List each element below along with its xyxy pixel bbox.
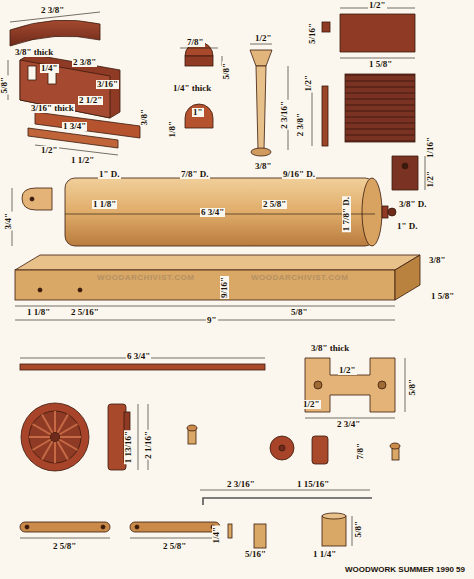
- dimension-label: 2 5/8": [52, 542, 77, 551]
- dimension-label: 2 3/16": [280, 100, 289, 130]
- dimension-label: 2 1/2": [78, 96, 103, 105]
- dimension-label: 3/8": [428, 256, 447, 265]
- dimension-label: 1/2": [40, 146, 59, 155]
- dimension-label: 5/8": [354, 520, 363, 539]
- dimension-label: 1/2": [426, 170, 435, 189]
- dimension-label: 5/8": [290, 308, 309, 317]
- dimension-label: 1" D.: [98, 170, 121, 179]
- dimension-label: 6 3/4": [126, 352, 151, 361]
- dimension-label: 3/8": [140, 108, 149, 127]
- dimension-label: 2 5/16": [70, 308, 100, 317]
- dimension-label: 1 5/8": [430, 292, 455, 301]
- dimension-label: 3/16" thick: [30, 104, 75, 113]
- dimension-label: 5/8": [408, 378, 417, 397]
- dimension-label: 3/16": [96, 80, 119, 89]
- dimension-label: 3/8" thick: [14, 48, 54, 57]
- dimension-label: 1/8": [168, 120, 177, 139]
- dimension-label: 1/4": [212, 526, 221, 545]
- dimension-label: 1/2": [368, 1, 387, 10]
- dimension-label: 3/8" thick: [310, 344, 350, 353]
- dimension-label: 1/2": [304, 74, 313, 93]
- dimension-label: 5/8": [0, 76, 9, 95]
- dimension-label: 2 1/16": [144, 430, 153, 460]
- dimension-label: 2 3/8": [40, 6, 65, 15]
- dimension-label: 5/16": [244, 550, 267, 559]
- dimension-label: 1 5/8": [368, 60, 393, 69]
- dimension-label: 6 3/4": [200, 208, 225, 217]
- dimension-label: 3/8" D.: [398, 200, 428, 209]
- dimension-label: 9": [206, 316, 218, 325]
- dimension-label: 5/16": [308, 22, 317, 45]
- dimension-label: 9/16" D.: [282, 170, 316, 179]
- watermark: WOODARCHIVIST.COM: [250, 274, 349, 282]
- dimension-label: 1": [192, 108, 204, 117]
- dimension-label: 1 7/8" D.: [342, 196, 351, 232]
- dimension-label: 2 3/4": [336, 420, 361, 429]
- dimension-label: 1" D.: [396, 222, 419, 231]
- dimension-label: 1 1/8": [92, 200, 117, 209]
- dimension-label: 9/16": [220, 276, 229, 299]
- dimension-label: 7/8": [186, 38, 205, 47]
- dimension-label: 1/4": [40, 64, 59, 73]
- dimension-label: 1/2": [338, 366, 357, 375]
- dimension-label: 7/8" D.: [180, 170, 210, 179]
- dimension-label: 2 5/8": [262, 200, 287, 209]
- dimension-label: 2 3/8": [296, 112, 305, 137]
- dimension-label: 2 3/8": [72, 58, 97, 67]
- page-footer: WOODWORK SUMMER 1990 59: [344, 566, 466, 574]
- dimension-label: 5/8": [222, 62, 231, 81]
- dimension-label: 1/2": [302, 400, 321, 409]
- watermark: WOODARCHIVIST.COM: [96, 274, 195, 282]
- dimension-label: 2 5/8": [162, 542, 187, 551]
- dimension-label: 1 13/16": [124, 430, 133, 464]
- dimension-label: 3/4": [4, 212, 13, 231]
- dimension-label: 1 1/2": [70, 156, 95, 165]
- dimension-label: 1/16": [426, 136, 435, 159]
- dimension-label: 7/8": [356, 442, 365, 461]
- dimension-label: 1/4" thick: [172, 84, 212, 93]
- dimension-label: 1 1/8": [26, 308, 51, 317]
- dimension-label: 1 15/16": [296, 480, 330, 489]
- dimension-label: 1 3/4": [62, 122, 87, 131]
- dimension-label: 1/2": [254, 34, 273, 43]
- dimension-label: 3/8": [254, 162, 273, 171]
- dimension-label: 1 1/4": [312, 550, 337, 559]
- dimension-label: 2 3/16": [226, 480, 256, 489]
